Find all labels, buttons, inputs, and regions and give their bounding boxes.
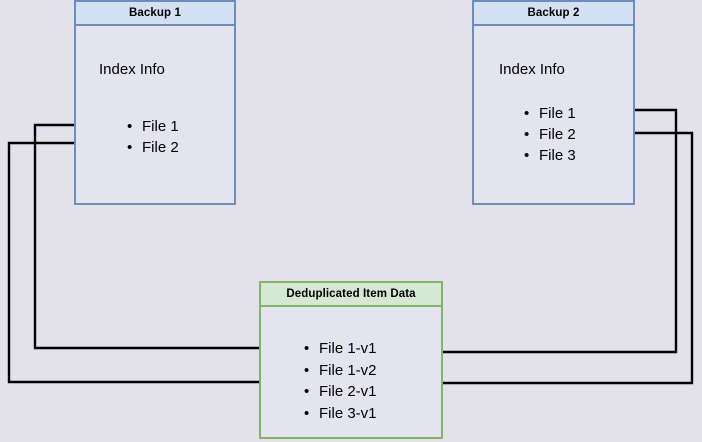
node-backup-1-header: Backup 1	[76, 2, 234, 26]
list-item: File 1	[127, 116, 179, 137]
node-backup-2-index-info-label: Index Info	[499, 61, 565, 78]
list-item: File 1-v2	[304, 360, 377, 382]
node-deduplicated-item-data[interactable]: Deduplicated Item Data File 1-v1 File 1-…	[259, 281, 443, 439]
node-deduplicated-item-data-body: File 1-v1 File 1-v2 File 2-v1 File 3-v1	[261, 307, 441, 437]
node-backup-1-index-info-label: Index Info	[99, 61, 165, 78]
list-item: File 2-v1	[304, 381, 377, 403]
node-backup-1-file-list: File 1 File 2	[127, 116, 179, 158]
node-backup-2[interactable]: Backup 2 Index Info File 1 File 2 File 3	[472, 0, 635, 205]
node-backup-2-body: Index Info File 1 File 2 File 3	[474, 26, 633, 203]
list-item: File 3-v1	[304, 403, 377, 425]
list-item: File 1-v1	[304, 338, 377, 360]
list-item: File 3	[524, 145, 576, 166]
node-backup-1-body: Index Info File 1 File 2	[76, 26, 234, 203]
node-deduplicated-item-data-header: Deduplicated Item Data	[261, 283, 441, 307]
list-item: File 2	[127, 137, 179, 158]
node-backup-1[interactable]: Backup 1 Index Info File 1 File 2	[74, 0, 236, 205]
node-backup-2-header: Backup 2	[474, 2, 633, 26]
node-deduplicated-item-data-list: File 1-v1 File 1-v2 File 2-v1 File 3-v1	[304, 338, 377, 424]
node-backup-2-file-list: File 1 File 2 File 3	[524, 103, 576, 166]
list-item: File 1	[524, 103, 576, 124]
list-item: File 2	[524, 124, 576, 145]
